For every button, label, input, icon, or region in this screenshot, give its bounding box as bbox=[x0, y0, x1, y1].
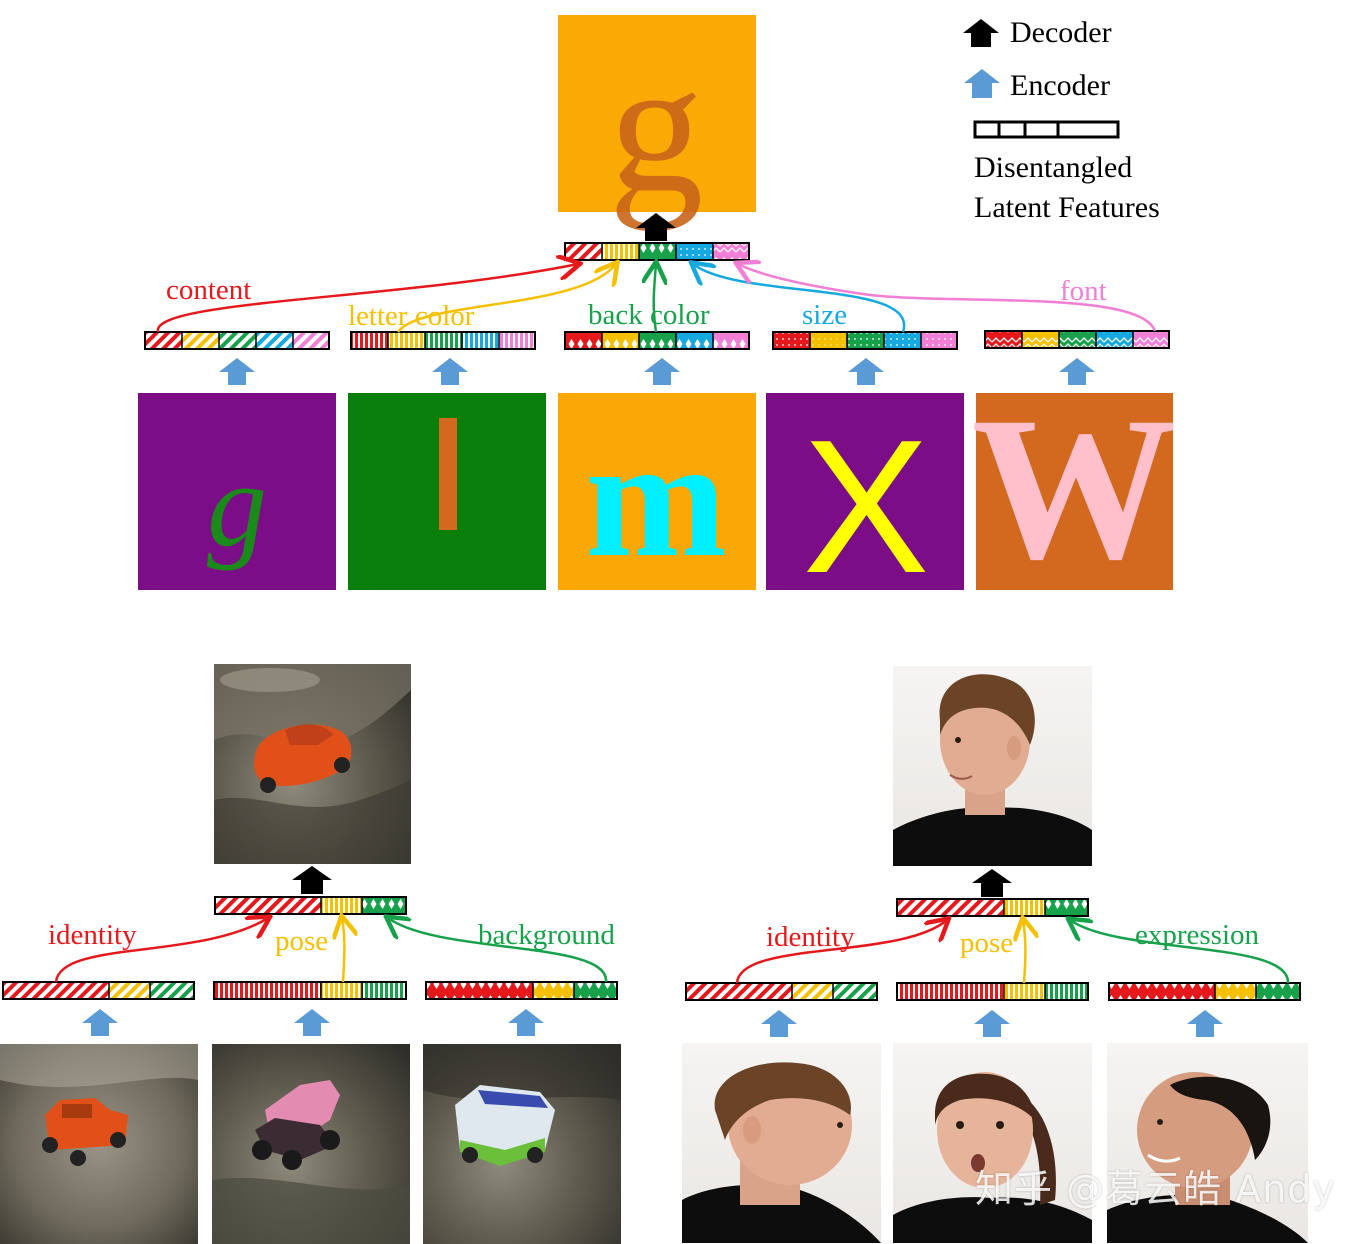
legend-encoder-label: Encoder bbox=[1010, 69, 1110, 102]
output-car-image bbox=[214, 664, 411, 864]
watermark: 知乎 @葛云皓 Andy bbox=[975, 1167, 1336, 1211]
output-face-image bbox=[893, 666, 1092, 866]
latent-vector-icon bbox=[973, 120, 1120, 139]
attr-label-background: background bbox=[478, 919, 615, 951]
letters-section: g bbox=[138, 15, 1177, 613]
encoder-arrow-icon bbox=[974, 1010, 1010, 1037]
identity-route-arrow bbox=[54, 918, 268, 983]
decoder-arrow-icon bbox=[636, 213, 676, 241]
attr-label-letter-color: letter color bbox=[348, 300, 475, 332]
decoder-arrow-icon bbox=[963, 19, 999, 47]
font-route-arrow bbox=[738, 264, 1157, 332]
toy-car-icon bbox=[253, 724, 352, 793]
encoder-arrow-icon bbox=[1187, 1010, 1223, 1037]
expression-route-arrow bbox=[1070, 920, 1290, 984]
faces-section: identity pose expression bbox=[682, 666, 1308, 1243]
latent-vector-letter-color bbox=[350, 331, 536, 350]
background-route-arrow bbox=[388, 918, 608, 983]
input-letter-image-5: W bbox=[972, 375, 1177, 602]
encoder-arrow-icon bbox=[219, 358, 255, 385]
latent-vector-pose bbox=[213, 981, 407, 1000]
input-car-image-2 bbox=[212, 1044, 410, 1244]
encoder-arrow-icon bbox=[761, 1010, 797, 1037]
input-letter-glyph-4: X bbox=[803, 401, 930, 613]
encoder-arrow-icon bbox=[1059, 358, 1095, 385]
input-letter-glyph-5: W bbox=[972, 375, 1177, 602]
latent-vector-identity bbox=[685, 982, 878, 1001]
identity-route-arrow bbox=[735, 920, 947, 984]
toy-car-icon bbox=[455, 1085, 555, 1166]
legend-latent-label-1: Disentangled bbox=[974, 151, 1132, 184]
legend: Decoder Encoder Disentangled Latent Feat… bbox=[963, 16, 1160, 224]
latent-vector-background bbox=[425, 981, 618, 1000]
attr-label-pose: pose bbox=[960, 927, 1013, 959]
encoder-arrow-icon bbox=[294, 1009, 330, 1036]
encoder-arrow-icon bbox=[432, 358, 468, 385]
input-letter-image-2 bbox=[348, 393, 546, 590]
decoder-arrow-icon bbox=[292, 866, 332, 894]
input-letter-image-4: X bbox=[766, 393, 964, 613]
input-letter-glyph-1: g bbox=[207, 438, 267, 571]
encoder-arrow-icon bbox=[644, 358, 680, 385]
encoder-arrow-icon bbox=[848, 358, 884, 385]
content-route-arrow bbox=[156, 264, 578, 333]
legend-decoder-label: Decoder bbox=[1010, 16, 1112, 49]
toy-car-icon bbox=[252, 1080, 340, 1170]
letter-color-route-arrow bbox=[396, 264, 616, 333]
combined-latent-vector bbox=[896, 898, 1089, 917]
attr-label-font: font bbox=[1060, 275, 1107, 307]
encoder-arrow-icon bbox=[82, 1009, 118, 1036]
latent-vector-content bbox=[144, 331, 330, 350]
input-face-image-3 bbox=[1107, 1043, 1308, 1243]
latent-vector-size bbox=[772, 331, 958, 350]
output-letter-image: g bbox=[558, 15, 756, 232]
latent-vector-pose bbox=[896, 982, 1089, 1001]
attr-label-pose: pose bbox=[275, 925, 328, 957]
combined-latent-vector bbox=[214, 896, 407, 915]
input-face-image-1 bbox=[682, 1043, 881, 1243]
latent-vector-identity bbox=[2, 981, 195, 1000]
attr-label-back-color: back color bbox=[588, 299, 710, 331]
input-car-image-1 bbox=[0, 1044, 198, 1244]
latent-vector-expression bbox=[1108, 982, 1301, 1001]
input-letter-image-1: g bbox=[138, 393, 336, 590]
cars-section: identity pose background bbox=[0, 664, 621, 1244]
input-face-image-2 bbox=[893, 1043, 1092, 1243]
input-letter-glyph-3: m bbox=[585, 404, 727, 592]
input-car-image-3 bbox=[423, 1044, 621, 1244]
combined-latent-vector bbox=[564, 242, 750, 261]
encoder-arrow-icon bbox=[508, 1009, 544, 1036]
legend-latent-label-2: Latent Features bbox=[974, 191, 1160, 224]
attr-label-identity: identity bbox=[48, 919, 137, 951]
attr-label-identity: identity bbox=[766, 921, 855, 953]
pose-route-arrow bbox=[342, 918, 344, 983]
back-color-route-arrow bbox=[654, 264, 656, 333]
decoder-arrow-icon bbox=[972, 869, 1012, 897]
input-letter-image-3: m bbox=[558, 393, 756, 592]
size-route-arrow bbox=[693, 264, 906, 333]
input-letter-glyph-2 bbox=[439, 418, 457, 530]
pose-route-arrow bbox=[1023, 920, 1025, 984]
latent-vector-font bbox=[984, 330, 1170, 349]
attr-label-expression: expression bbox=[1135, 919, 1260, 951]
encoder-arrow-icon bbox=[964, 69, 1000, 98]
output-letter-glyph: g bbox=[609, 22, 704, 232]
attr-label-size: size bbox=[802, 299, 847, 331]
latent-vector-back-color bbox=[564, 331, 750, 350]
toy-car-icon bbox=[42, 1098, 128, 1166]
attr-label-content: content bbox=[166, 274, 251, 306]
